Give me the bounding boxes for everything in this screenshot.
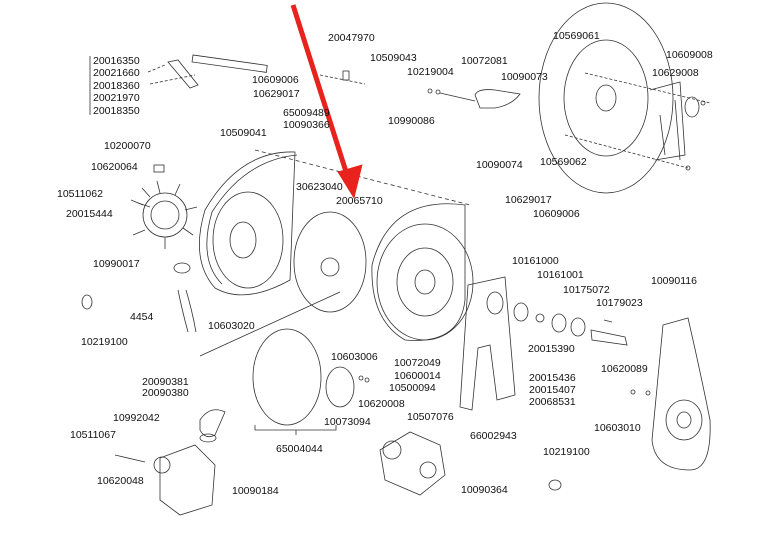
part-label: 10629008: [652, 67, 699, 79]
part-label: 65009489: [283, 107, 330, 119]
part-label: 10990086: [388, 115, 435, 127]
part-label: 20018350: [93, 105, 140, 117]
part-label: 10090074: [476, 159, 523, 171]
part-label: 10620064: [91, 161, 138, 173]
part-label: 10603020: [208, 320, 255, 332]
impeller: [199, 211, 367, 357]
part-label: 10090364: [461, 484, 508, 496]
part-label: 10179023: [596, 297, 643, 309]
part-label: 10603010: [594, 422, 641, 434]
part-label: 10569061: [553, 30, 600, 42]
fan-rotor: [81, 164, 198, 333]
part-label: 10609008: [666, 49, 713, 61]
part-label: 10175072: [563, 284, 610, 296]
fan-disc: [252, 328, 370, 435]
part-label: 20015436: [529, 372, 576, 384]
part-label: 10569062: [540, 156, 587, 168]
part-label: 10219100: [543, 446, 590, 458]
intake-manifold: [114, 409, 562, 516]
part-label: 10219100: [81, 336, 128, 348]
part-label: 10990017: [93, 258, 140, 270]
part-label: 10200070: [104, 140, 151, 152]
part-label: 20047970: [328, 32, 375, 44]
part-label: 20021970: [93, 92, 140, 104]
part-label: 10620008: [358, 398, 405, 410]
part-label: 20068531: [529, 396, 576, 408]
part-label: 10992042: [113, 412, 160, 424]
part-label: 10620048: [97, 475, 144, 487]
part-label: 10072049: [394, 357, 441, 369]
part-label: 10090073: [501, 71, 548, 83]
part-label: 20090381: [142, 376, 189, 388]
part-label: 10629017: [505, 194, 552, 206]
part-label: 10507076: [407, 411, 454, 423]
part-label: 10161001: [537, 269, 584, 281]
part-label: 20015444: [66, 208, 113, 220]
back-plate: [538, 2, 711, 194]
part-label: 10511067: [70, 429, 116, 441]
part-label: 65004044: [276, 443, 323, 455]
part-label: 20015390: [528, 343, 575, 355]
part-label: 4454: [130, 311, 154, 323]
part-label: 10090116: [651, 275, 697, 287]
left-housing: [199, 149, 471, 296]
part-label: 10509041: [220, 127, 267, 139]
part-label: 10600014: [394, 370, 441, 382]
part-label: 10509043: [370, 52, 417, 64]
part-label: 10620089: [601, 363, 648, 375]
part-label: 10609006: [252, 74, 299, 86]
part-label: 20015407: [529, 384, 576, 396]
stand-frame: [459, 276, 628, 411]
part-label: 10500094: [389, 382, 436, 394]
part-label: 10609006: [533, 208, 580, 220]
right-housing: [371, 203, 474, 341]
part-label: 10073094: [324, 416, 371, 428]
part-label: 20090380: [142, 387, 189, 399]
part-label: 30623040: [296, 181, 343, 193]
part-label: 20016350: [93, 55, 140, 67]
small-fasteners: [319, 70, 521, 109]
part-label: 10219004: [407, 66, 454, 78]
red-arrow: [290, 4, 363, 200]
belt-cover: [630, 317, 711, 471]
part-label: 10511062: [57, 188, 103, 200]
part-label: 10072081: [461, 55, 508, 67]
part-label: 10603006: [331, 351, 378, 363]
part-label: 10090366: [283, 119, 330, 131]
part-label: 10161000: [512, 255, 559, 267]
part-label: 10629017: [253, 88, 300, 100]
bracket-parts: [89, 54, 268, 115]
part-label: 20065710: [336, 195, 383, 207]
part-label: 66002943: [470, 430, 517, 442]
part-label: 20021660: [93, 67, 140, 79]
part-label: 20018360: [93, 80, 140, 92]
part-label: 10090184: [232, 485, 279, 497]
